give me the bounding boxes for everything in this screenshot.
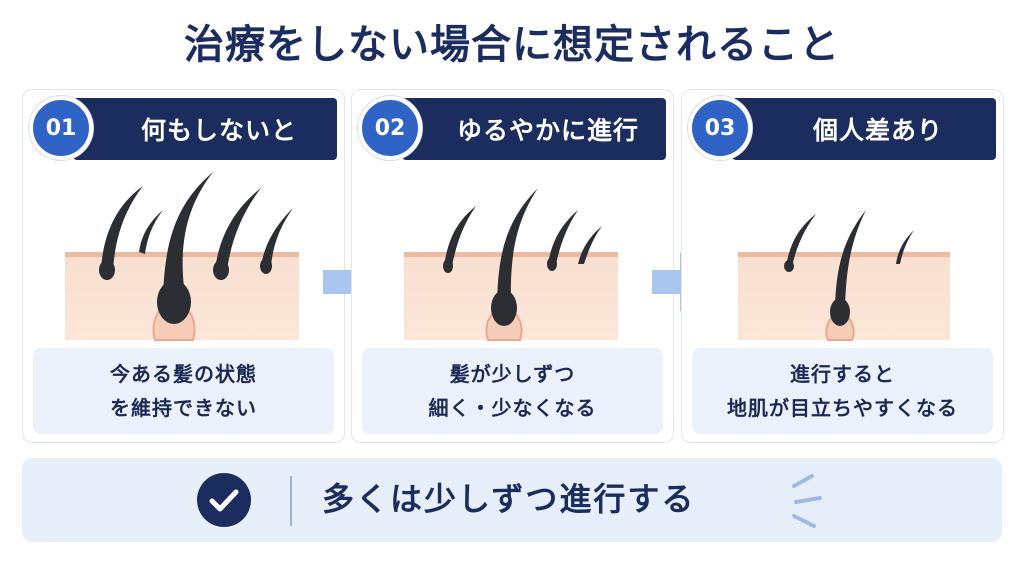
description-line: 髪が少しずつ [449, 362, 576, 386]
hair-strand [139, 210, 163, 254]
hair-strand [215, 188, 261, 270]
step-badge-3: 03 [688, 96, 752, 160]
hair-strand-main [497, 188, 538, 304]
step-badge-1: 01 [29, 96, 93, 160]
hair-root [547, 257, 557, 271]
summary-banner: 多くは少しずつ進行する [22, 458, 1002, 542]
step-heading-2: ゆるやかに進行 [456, 116, 639, 145]
step-header-3: 個人差あり [732, 98, 996, 160]
hair-strand [548, 210, 578, 264]
hair-follicle-icon-thinning [404, 188, 618, 341]
step-description-2: 髪が少しずつ 細く・少なくなる [362, 348, 663, 434]
description-line: 地肌が目立ちやすくなる [727, 396, 958, 420]
check-circle-icon [197, 473, 251, 527]
hair-root [99, 260, 115, 280]
description-line: を維持できない [110, 396, 257, 420]
step-panel-1: 何もしないと 01 今ある髪の状態 を維持できない [22, 89, 345, 443]
step-number-1: 01 [45, 115, 77, 141]
description-line: 今ある髪の状態 [110, 362, 257, 386]
summary-divider [290, 476, 292, 526]
hair-strand [896, 230, 914, 264]
step-description-1: 今ある髪の状態 を維持できない [33, 348, 334, 434]
hair-follicle-icon-sparse [738, 210, 950, 341]
step-heading-1: 何もしないと [140, 116, 297, 145]
step-description-3: 進行すると 地肌が目立ちやすくなる [692, 348, 993, 434]
summary-text: 多くは少しずつ進行する [322, 480, 696, 518]
page-title: 治療をしない場合に想定されること [184, 22, 840, 68]
description-line: 進行すると [790, 362, 895, 386]
hair-root [443, 259, 453, 273]
step-header-2: ゆるやかに進行 [402, 98, 666, 160]
sparkle-lines-icon [792, 474, 822, 528]
hair-strand [261, 208, 293, 266]
step-badge-2: 02 [358, 96, 422, 160]
hair-root [784, 260, 794, 272]
step-number-2: 02 [374, 115, 406, 141]
step-panel-3: 個人差あり 03 進行すると 地肌が目立ちやすくなる [681, 89, 1004, 443]
step-number-3: 03 [704, 115, 736, 141]
hair-strand-main [835, 210, 866, 308]
hair-strand [444, 206, 476, 266]
hair-strand [786, 214, 816, 266]
step-heading-3: 個人差あり [812, 116, 943, 145]
hair-strand [101, 186, 143, 270]
step-header-1: 何もしないと [73, 98, 337, 160]
hair-strand-main [163, 172, 213, 296]
step-panel-2: ゆるやかに進行 02 髪が少しずつ 細く・少なくなる [351, 89, 674, 443]
description-line: 細く・少なくなる [428, 396, 597, 420]
hair-strand [578, 226, 602, 264]
hair-follicle-icon-dense [65, 172, 299, 341]
hair-root [260, 258, 272, 274]
hair-root [213, 260, 229, 280]
